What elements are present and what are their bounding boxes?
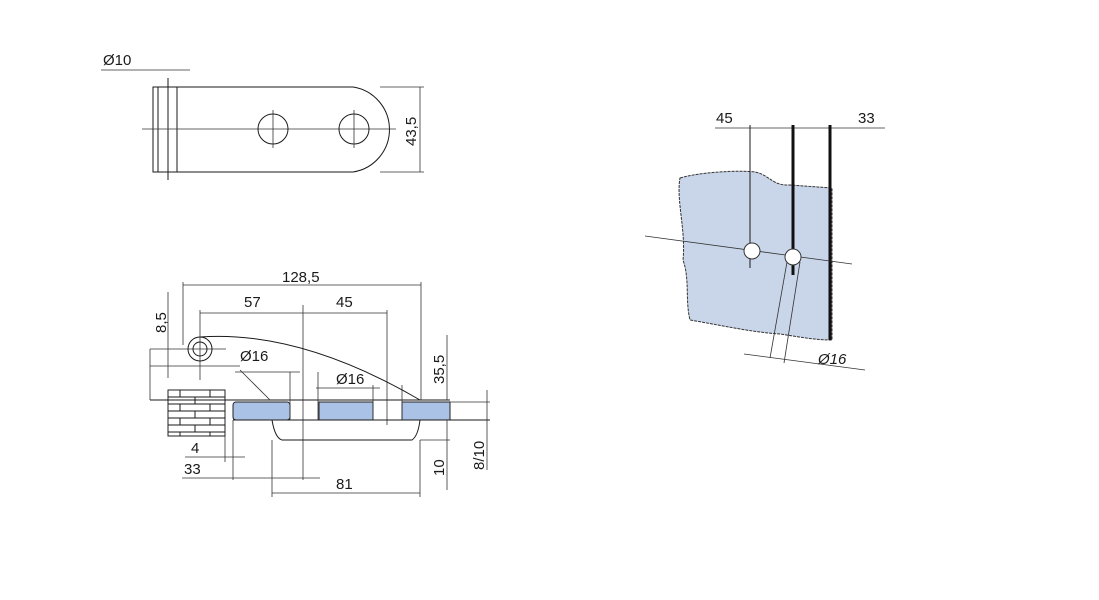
side-view: 128,5 57 45 8,5 (149, 269, 490, 497)
glass-segment (401, 401, 451, 421)
dim-total-label: 128,5 (282, 269, 320, 286)
dim-hole1-label: Ø16 (240, 348, 268, 365)
hinge-curve (199, 335, 421, 401)
dim-right-label: 33 (858, 110, 875, 127)
hole (743, 242, 761, 260)
dim-b-label: 45 (336, 294, 353, 311)
dim-diameter-label: Ø10 (103, 52, 131, 69)
glass-view: 45 33 Ø16 (644, 110, 885, 371)
lower-plate (271, 419, 421, 441)
hinge-plate-outline (152, 86, 390, 173)
dim-plate-label: 81 (336, 476, 353, 493)
dim-a-label: 57 (244, 294, 261, 311)
dim-pivot-label: 8,5 (153, 312, 170, 333)
dim-hole-label: Ø16 (817, 351, 847, 368)
dim-glass-label: 8/10 (471, 441, 488, 470)
glass-segment (318, 401, 374, 421)
dim-under-label: 10 (431, 459, 448, 476)
dim-left-label: 45 (716, 110, 733, 127)
dim-gap-label: 4 (191, 440, 199, 457)
dim-hole2-label: Ø16 (336, 371, 364, 388)
dim-wall-label: 33 (184, 461, 201, 478)
dim-height-label: 35,5 (431, 355, 448, 384)
top-view: Ø10 43,5 (101, 52, 424, 180)
hole (784, 248, 802, 266)
dim-height-label: 43,5 (403, 117, 420, 146)
wall-bricks (167, 389, 226, 437)
glass-segment (232, 401, 291, 421)
